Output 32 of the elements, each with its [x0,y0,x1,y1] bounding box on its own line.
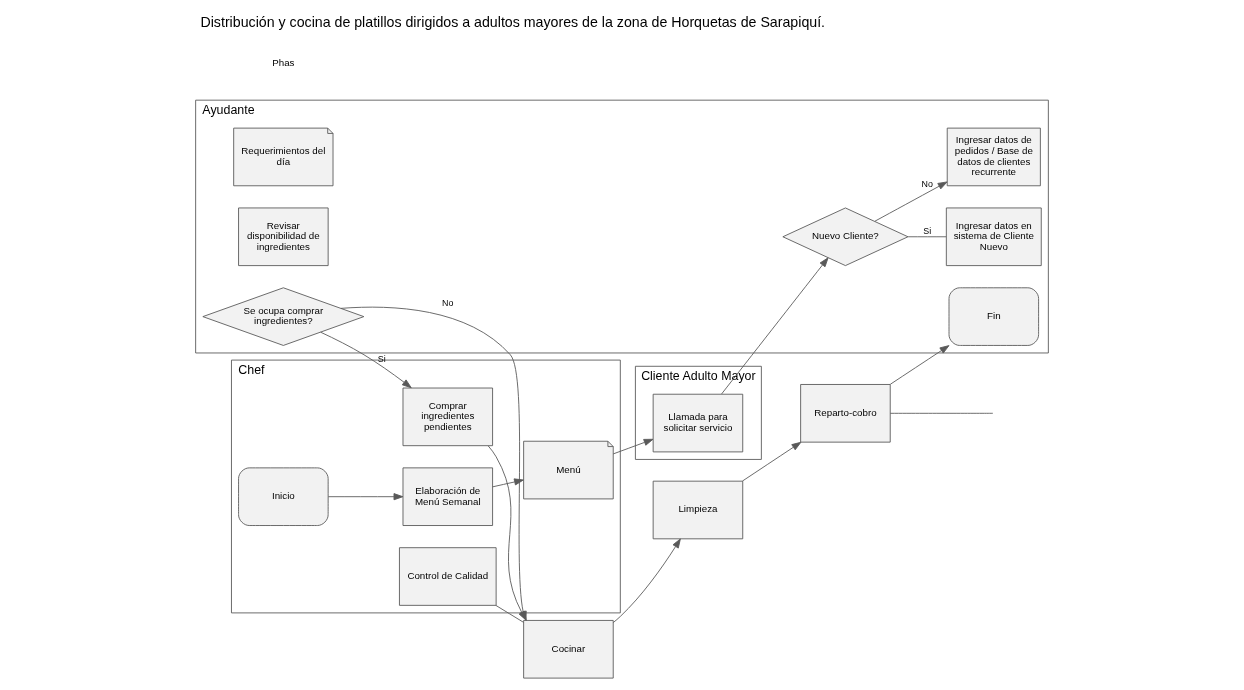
node-box: Revisar disponibilidad de ingredientes [238,207,329,267]
edge-label: No [921,179,933,190]
edge-label: No [442,297,454,308]
node-box: Limpieza [652,480,744,540]
arrow [612,538,681,623]
arrow [340,306,527,621]
connector [889,412,994,414]
arrow [487,445,527,621]
node-box: Ingresar datos de pedidos / Base de datos de clientes recurrente [946,127,1041,187]
arrow [889,345,950,385]
node-box: Inicio [238,467,329,526]
node-diamond: Se ocupa comprar ingredientes? [202,287,365,346]
node-box: Elaboración de Menú Semanal [402,467,494,526]
arrow [612,438,654,455]
arrow [492,478,524,488]
arrow [320,331,412,389]
node-box: Llamada para solicitar servicio [652,393,744,453]
arrow [742,441,802,482]
node-box: Control de Calidad [399,547,497,606]
node-box: Reparto-cobro [800,384,891,443]
node-box: Cocinar [523,620,614,679]
node-box: Ingresar datos en sistema de Cliente Nuevo [945,207,1042,267]
connector [907,236,947,238]
arrow [327,493,404,501]
connector [495,605,524,623]
arrow [874,181,948,222]
label: Phas [272,57,295,69]
edge-label: Si [923,226,932,237]
arrow [721,257,829,395]
node-box: Fin [948,287,1040,346]
node-box: Comprar ingredientes pendientes [402,387,494,447]
diagram-title: Distribución y cocina de platillos dirigidos a adultos mayores de la zona de Horquetas de Sarapiquí. [200,13,826,30]
